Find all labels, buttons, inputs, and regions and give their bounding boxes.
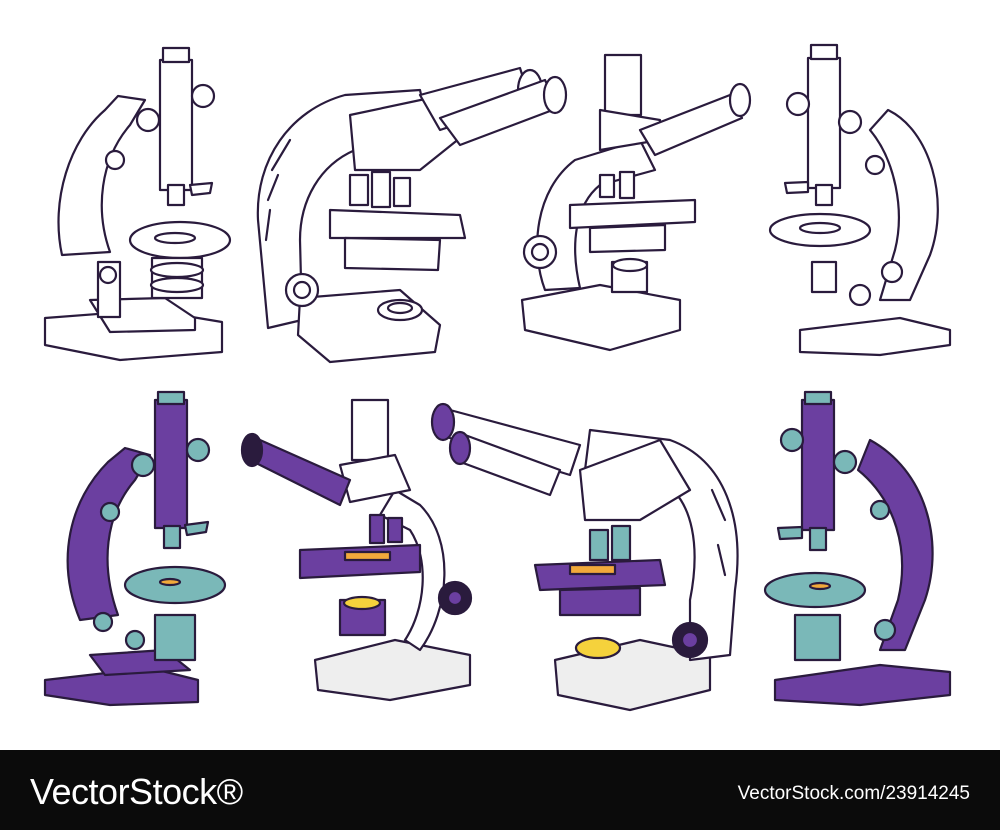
watermark-bar: VectorStock® VectorStock.com/23914245 [0, 750, 1000, 830]
microscope-outline-vintage-left [43, 46, 232, 362]
microscope-color-vintage-left [43, 390, 227, 707]
microscope-color-vintage-right [763, 390, 952, 707]
microscope-outline-binocular-large [256, 66, 568, 364]
microscope-color-trinocular [240, 398, 473, 702]
microscope-outline-vintage-right [768, 43, 952, 357]
watermark-stock-id: VectorStock.com/23914245 [737, 783, 970, 804]
microscope-outline-trinocular [520, 53, 752, 352]
microscope-color-binocular-large [430, 402, 739, 712]
watermark-brand: VectorStock® [30, 771, 243, 812]
microscope-illustration [43, 43, 952, 712]
